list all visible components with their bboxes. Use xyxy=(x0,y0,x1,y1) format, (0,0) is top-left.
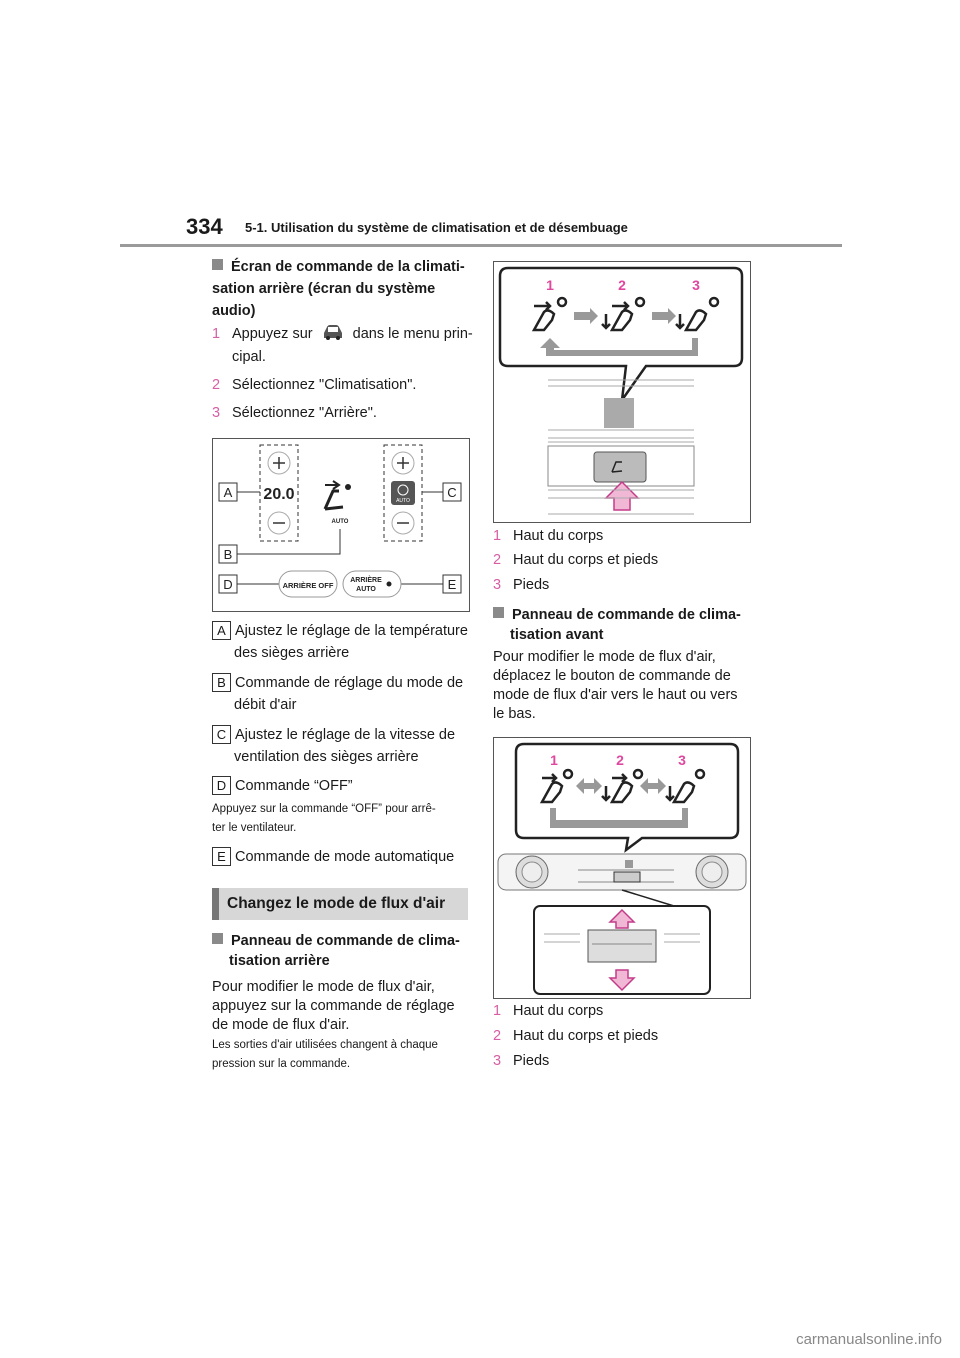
note2-l2: pression sur la commande. xyxy=(212,1058,351,1070)
svg-text:D: D xyxy=(223,577,232,592)
svg-text:A: A xyxy=(224,485,233,500)
svg-text:1: 1 xyxy=(550,752,558,768)
note2-l1: Les sorties d'air utilisées changent à c… xyxy=(212,1039,438,1051)
svg-text:2: 2 xyxy=(618,277,626,293)
rear-airflow-button xyxy=(593,451,647,483)
note-d-2: ter le ventilateur. xyxy=(212,822,297,834)
para2-l4: le bas. xyxy=(493,706,536,722)
temp-value: 20.0 xyxy=(263,486,294,503)
svg-text:AUTO: AUTO xyxy=(332,519,349,525)
car-icon xyxy=(323,325,342,340)
section-title: Changez le mode de flux d'air xyxy=(212,888,468,920)
svg-text:B: B xyxy=(224,547,233,562)
front-airflow-lever xyxy=(587,929,657,963)
upper-body-seat-icon xyxy=(531,296,568,332)
upper-and-feet-seat-icon xyxy=(601,768,644,804)
rear-off-button xyxy=(278,570,338,598)
step-1-cont: cipal. xyxy=(232,349,266,365)
page-number: 334 xyxy=(186,214,223,239)
svg-text:ARRIÈRE OFF: ARRIÈRE OFF xyxy=(283,581,334,590)
heading-rear-screen: Écran de commande de la climati- sation … xyxy=(212,259,465,319)
note-d-1: Appuyez sur la commande “OFF” pour arrê- xyxy=(212,803,436,815)
upper-and-feet-seat-icon xyxy=(601,296,646,332)
header-divider xyxy=(120,244,842,247)
svg-text:ARRIÈRE: ARRIÈRE xyxy=(350,575,382,584)
chapter-title: 5-1. Utilisation du système de climatisa… xyxy=(245,220,628,235)
rear-auto-button xyxy=(342,570,402,598)
bullet-square-icon xyxy=(493,607,504,618)
feet-seat-icon xyxy=(675,296,720,332)
svg-text:AUTO: AUTO xyxy=(396,498,410,504)
rear-screen-figure: 20.0 AUTO AUTO A B C D E ARRIÈRE OFF xyxy=(212,438,470,612)
watermark: carmanualsonline.info xyxy=(796,1331,942,1348)
heading-rear-panel: Panneau de commande de clima- xyxy=(212,930,460,952)
rear-panel-figure: 1 2 3 xyxy=(493,261,751,523)
heading-rear-panel-cont: tisation arrière xyxy=(229,953,330,969)
svg-text:E: E xyxy=(448,577,457,592)
svg-text:2: 2 xyxy=(616,752,624,768)
bullet-square-icon xyxy=(212,933,223,944)
bullet-square-icon xyxy=(212,259,223,270)
item-a-cont: des sièges arrière xyxy=(234,645,350,661)
svg-text:C: C xyxy=(447,485,456,500)
svg-text:3: 3 xyxy=(692,277,700,293)
para2-l2: déplacez le bouton de commande de xyxy=(493,668,731,684)
para1-l2: appuyez sur la commande de réglage xyxy=(212,998,455,1014)
item-c-cont: ventilation des sièges arrière xyxy=(234,749,419,765)
heading-front-panel-cont: tisation avant xyxy=(510,627,604,643)
para2-l1: Pour modifier le mode de flux d'air, xyxy=(493,649,716,665)
fan-auto-icon xyxy=(391,481,415,505)
svg-text:1: 1 xyxy=(546,277,554,293)
airflow-seat-icon: AUTO xyxy=(323,480,351,525)
svg-text:AUTO: AUTO xyxy=(356,586,376,593)
front-panel-figure: 1 2 3 xyxy=(493,737,751,999)
heading-front-panel: Panneau de commande de clima- xyxy=(493,604,741,626)
para1-l1: Pour modifier le mode de flux d'air, xyxy=(212,979,435,995)
para2-l3: mode de flux d'air vers le haut ou vers xyxy=(493,687,738,703)
item-b-cont: débit d'air xyxy=(234,697,297,713)
feet-seat-icon xyxy=(665,768,706,804)
svg-text:3: 3 xyxy=(678,752,686,768)
upper-body-seat-icon xyxy=(539,768,574,804)
para1-l3: de mode de flux d'air. xyxy=(212,1017,350,1033)
